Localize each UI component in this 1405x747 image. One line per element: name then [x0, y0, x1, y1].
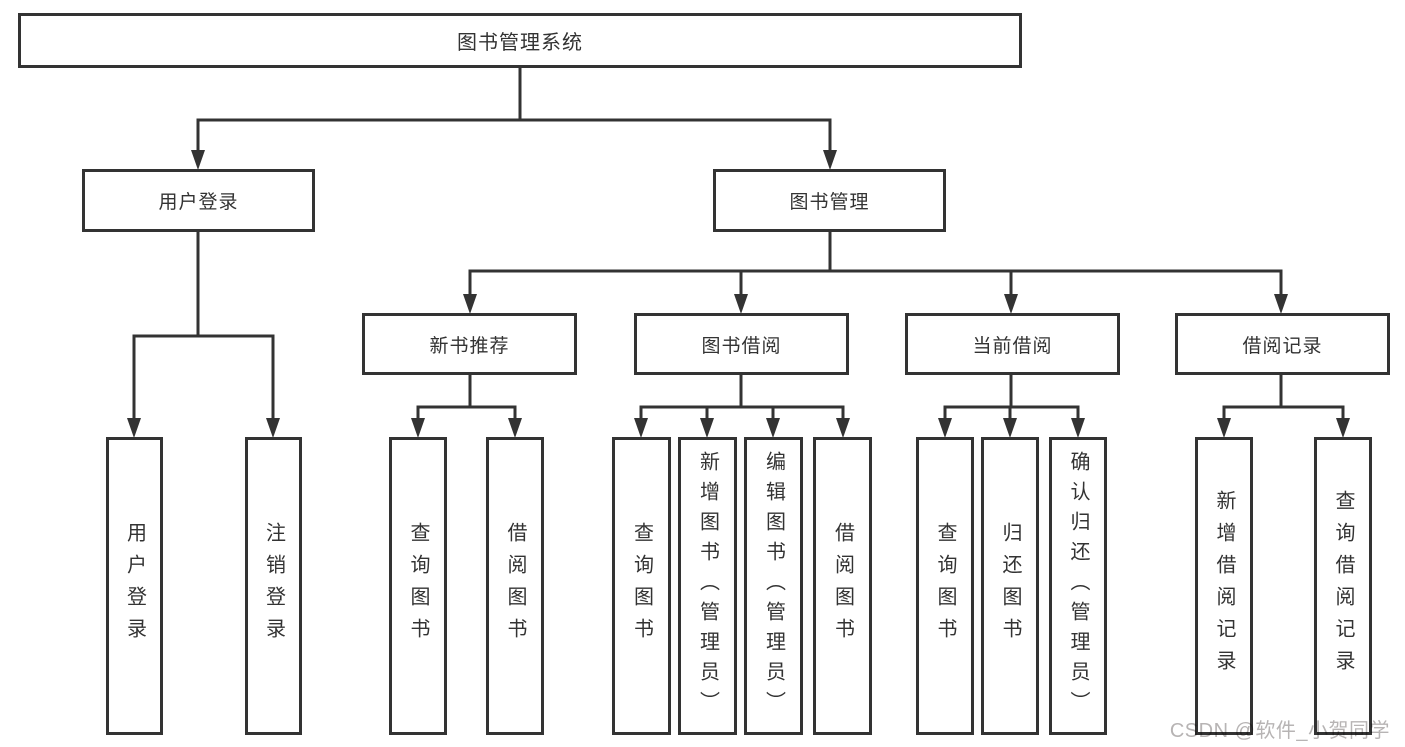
leaf-add-book-admin: 新增图书（管理员） — [678, 437, 737, 735]
leaf-query-book-recommend: 查询图书 — [389, 437, 447, 735]
leaf-add-borrow-record: 新增借阅记录 — [1195, 437, 1253, 735]
leaf-label: 借阅图书 — [831, 522, 854, 650]
node-root-system: 图书管理系统 — [18, 13, 1022, 68]
node-current-borrow: 当前借阅 — [905, 313, 1120, 375]
node-root-label: 图书管理系统 — [457, 32, 583, 54]
leaf-label: 查询图书 — [407, 522, 429, 650]
node-new-book-recommend: 新书推荐 — [362, 313, 577, 375]
leaf-logout: 注销登录 — [245, 437, 302, 735]
node-label: 新书推荐 — [429, 335, 510, 357]
leaf-label: 新增借阅记录 — [1213, 490, 1235, 682]
leaf-query-borrow-record: 查询借阅记录 — [1314, 437, 1372, 735]
node-book-borrow: 图书借阅 — [634, 313, 849, 375]
leaf-label: 归还图书 — [999, 522, 1021, 650]
leaf-user-login: 用户登录 — [106, 437, 163, 735]
watermark-text: CSDN @软件_小贺同学 — [1169, 720, 1390, 742]
leaf-label: 确认归还（管理员） — [1067, 451, 1089, 721]
leaf-query-book-borrow: 查询图书 — [612, 437, 671, 735]
node-book-management: 图书管理 — [713, 169, 946, 232]
node-label: 图书借阅 — [701, 335, 782, 357]
leaf-borrow-book-recommend: 借阅图书 — [486, 437, 544, 735]
leaf-label: 注销登录 — [262, 522, 285, 650]
leaf-borrow-book: 借阅图书 — [813, 437, 872, 735]
leaf-label: 用户登录 — [123, 522, 146, 650]
leaf-return-book: 归还图书 — [981, 437, 1039, 735]
node-label: 图书管理 — [789, 192, 870, 213]
leaf-label: 借阅图书 — [504, 522, 526, 650]
node-label: 用户登录 — [158, 192, 239, 213]
node-label: 借阅记录 — [1242, 335, 1323, 357]
node-label: 当前借阅 — [972, 335, 1053, 357]
node-borrow-records: 借阅记录 — [1175, 313, 1390, 375]
leaf-label: 编辑图书（管理员） — [762, 451, 785, 721]
leaf-label: 新增图书（管理员） — [696, 451, 719, 721]
arrowheads — [127, 150, 1350, 438]
node-user-login: 用户登录 — [82, 169, 315, 232]
leaf-label: 查询图书 — [630, 522, 653, 650]
leaf-edit-book-admin: 编辑图书（管理员） — [744, 437, 803, 735]
leaf-label: 查询借阅记录 — [1332, 490, 1354, 682]
leaf-label: 查询图书 — [934, 522, 956, 650]
leaf-confirm-return-admin: 确认归还（管理员） — [1049, 437, 1107, 735]
leaf-query-book-current: 查询图书 — [916, 437, 974, 735]
